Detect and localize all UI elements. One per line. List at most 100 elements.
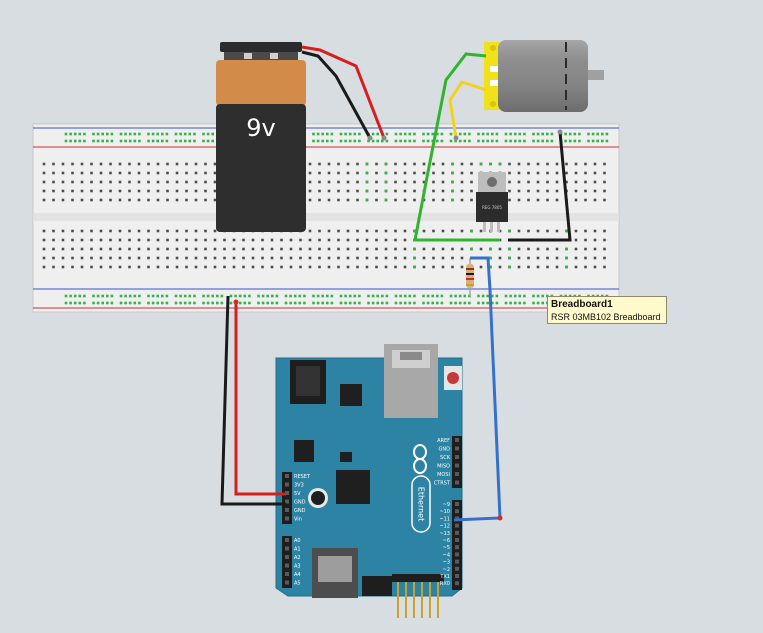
breadboard-hole[interactable]	[90, 229, 93, 233]
rail-hole[interactable]	[367, 301, 370, 305]
breadboard-hole[interactable]	[166, 247, 169, 251]
breadboard-hole[interactable]	[375, 238, 378, 242]
breadboard-hole[interactable]	[175, 238, 179, 242]
breadboard-hole[interactable]	[308, 247, 312, 251]
breadboard-hole[interactable]	[413, 180, 416, 184]
rail-hole[interactable]	[128, 301, 132, 305]
breadboard-hole[interactable]	[603, 198, 606, 202]
breadboard-hole[interactable]	[517, 247, 521, 251]
rail-hole[interactable]	[193, 132, 196, 136]
header-pin[interactable]	[285, 474, 289, 478]
breadboard-hole[interactable]	[460, 171, 464, 175]
rail-hole[interactable]	[426, 139, 430, 143]
breadboard-hole[interactable]	[99, 180, 103, 184]
breadboard-hole[interactable]	[128, 189, 131, 193]
rail-hole[interactable]	[408, 294, 412, 298]
breadboard-hole[interactable]	[327, 247, 331, 251]
rail-hole[interactable]	[408, 132, 412, 136]
active-hole[interactable]	[365, 180, 369, 184]
rail-hole[interactable]	[202, 294, 205, 298]
breadboard-hole[interactable]	[194, 256, 198, 260]
header-pin[interactable]	[455, 446, 459, 451]
breadboard-hole[interactable]	[593, 162, 597, 166]
rail-hole[interactable]	[468, 139, 471, 143]
breadboard-hole[interactable]	[517, 162, 521, 166]
breadboard-hole[interactable]	[546, 162, 549, 166]
breadboard-hole[interactable]	[194, 180, 198, 184]
breadboard-hole[interactable]	[337, 180, 340, 184]
rail-hole[interactable]	[266, 301, 269, 305]
rail-hole[interactable]	[330, 139, 334, 143]
rail-hole[interactable]	[568, 132, 572, 136]
rail-hole[interactable]	[119, 294, 123, 298]
breadboard-hole[interactable]	[61, 162, 65, 166]
rail-hole[interactable]	[458, 294, 462, 298]
breadboard-hole[interactable]	[555, 256, 559, 260]
rail-hole[interactable]	[312, 132, 315, 136]
breadboard-hole[interactable]	[242, 238, 245, 242]
rail-hole[interactable]	[601, 132, 604, 136]
breadboard-hole[interactable]	[584, 265, 587, 269]
breadboard-hole[interactable]	[194, 265, 198, 269]
breadboard-hole[interactable]	[432, 189, 435, 193]
breadboard-hole[interactable]	[584, 162, 587, 166]
rail-hole[interactable]	[147, 132, 150, 136]
breadboard-hole[interactable]	[194, 198, 198, 202]
breadboard-hole[interactable]	[71, 180, 74, 184]
breadboard-hole[interactable]	[327, 229, 331, 233]
active-hole[interactable]	[565, 256, 568, 260]
breadboard-hole[interactable]	[52, 238, 55, 242]
active-hole[interactable]	[413, 256, 416, 260]
breadboard-hole[interactable]	[204, 189, 207, 193]
breadboard-hole[interactable]	[308, 180, 312, 184]
breadboard-hole[interactable]	[508, 171, 511, 175]
rail-hole[interactable]	[133, 132, 137, 136]
breadboard-hole[interactable]	[52, 189, 55, 193]
rail-hole[interactable]	[504, 294, 508, 298]
breadboard-hole[interactable]	[185, 247, 188, 251]
breadboard-hole[interactable]	[365, 265, 369, 269]
breadboard-hole[interactable]	[42, 229, 46, 233]
breadboard-hole[interactable]	[403, 198, 407, 202]
rail-hole[interactable]	[353, 294, 357, 298]
rail-hole[interactable]	[161, 132, 164, 136]
breadboard-hole[interactable]	[42, 180, 46, 184]
active-hole[interactable]	[451, 171, 454, 175]
rail-hole[interactable]	[532, 294, 535, 298]
rail-hole[interactable]	[119, 132, 123, 136]
breadboard-hole[interactable]	[299, 265, 302, 269]
breadboard-hole[interactable]	[318, 238, 321, 242]
breadboard-hole[interactable]	[280, 265, 283, 269]
breadboard-hole[interactable]	[213, 265, 217, 269]
breadboard-hole[interactable]	[128, 229, 131, 233]
rail-hole[interactable]	[504, 301, 508, 305]
breadboard-hole[interactable]	[175, 247, 179, 251]
rail-hole[interactable]	[151, 294, 155, 298]
rail-hole[interactable]	[96, 139, 100, 143]
rail-hole[interactable]	[573, 139, 577, 143]
breadboard-hole[interactable]	[460, 229, 464, 233]
breadboard-hole[interactable]	[147, 247, 150, 251]
rail-hole[interactable]	[64, 301, 68, 305]
breadboard-hole[interactable]	[574, 171, 578, 175]
rail-hole[interactable]	[495, 301, 499, 305]
rail-hole[interactable]	[101, 301, 104, 305]
breadboard-hole[interactable]	[555, 229, 559, 233]
rail-hole[interactable]	[413, 301, 416, 305]
rail-hole[interactable]	[69, 294, 72, 298]
breadboard-hole[interactable]	[327, 171, 331, 175]
active-hole[interactable]	[365, 171, 369, 175]
rail-hole[interactable]	[491, 301, 494, 305]
breadboard-hole[interactable]	[299, 256, 302, 260]
rail-hole[interactable]	[523, 294, 526, 298]
active-hole[interactable]	[489, 265, 492, 269]
rail-hole[interactable]	[110, 139, 114, 143]
breadboard-hole[interactable]	[546, 189, 549, 193]
breadboard-hole[interactable]	[213, 238, 217, 242]
active-hole[interactable]	[384, 171, 388, 175]
rail-hole[interactable]	[399, 132, 402, 136]
breadboard-hole[interactable]	[80, 247, 84, 251]
rail-hole[interactable]	[211, 301, 214, 305]
breadboard-hole[interactable]	[156, 256, 160, 260]
breadboard-hole[interactable]	[593, 256, 597, 260]
